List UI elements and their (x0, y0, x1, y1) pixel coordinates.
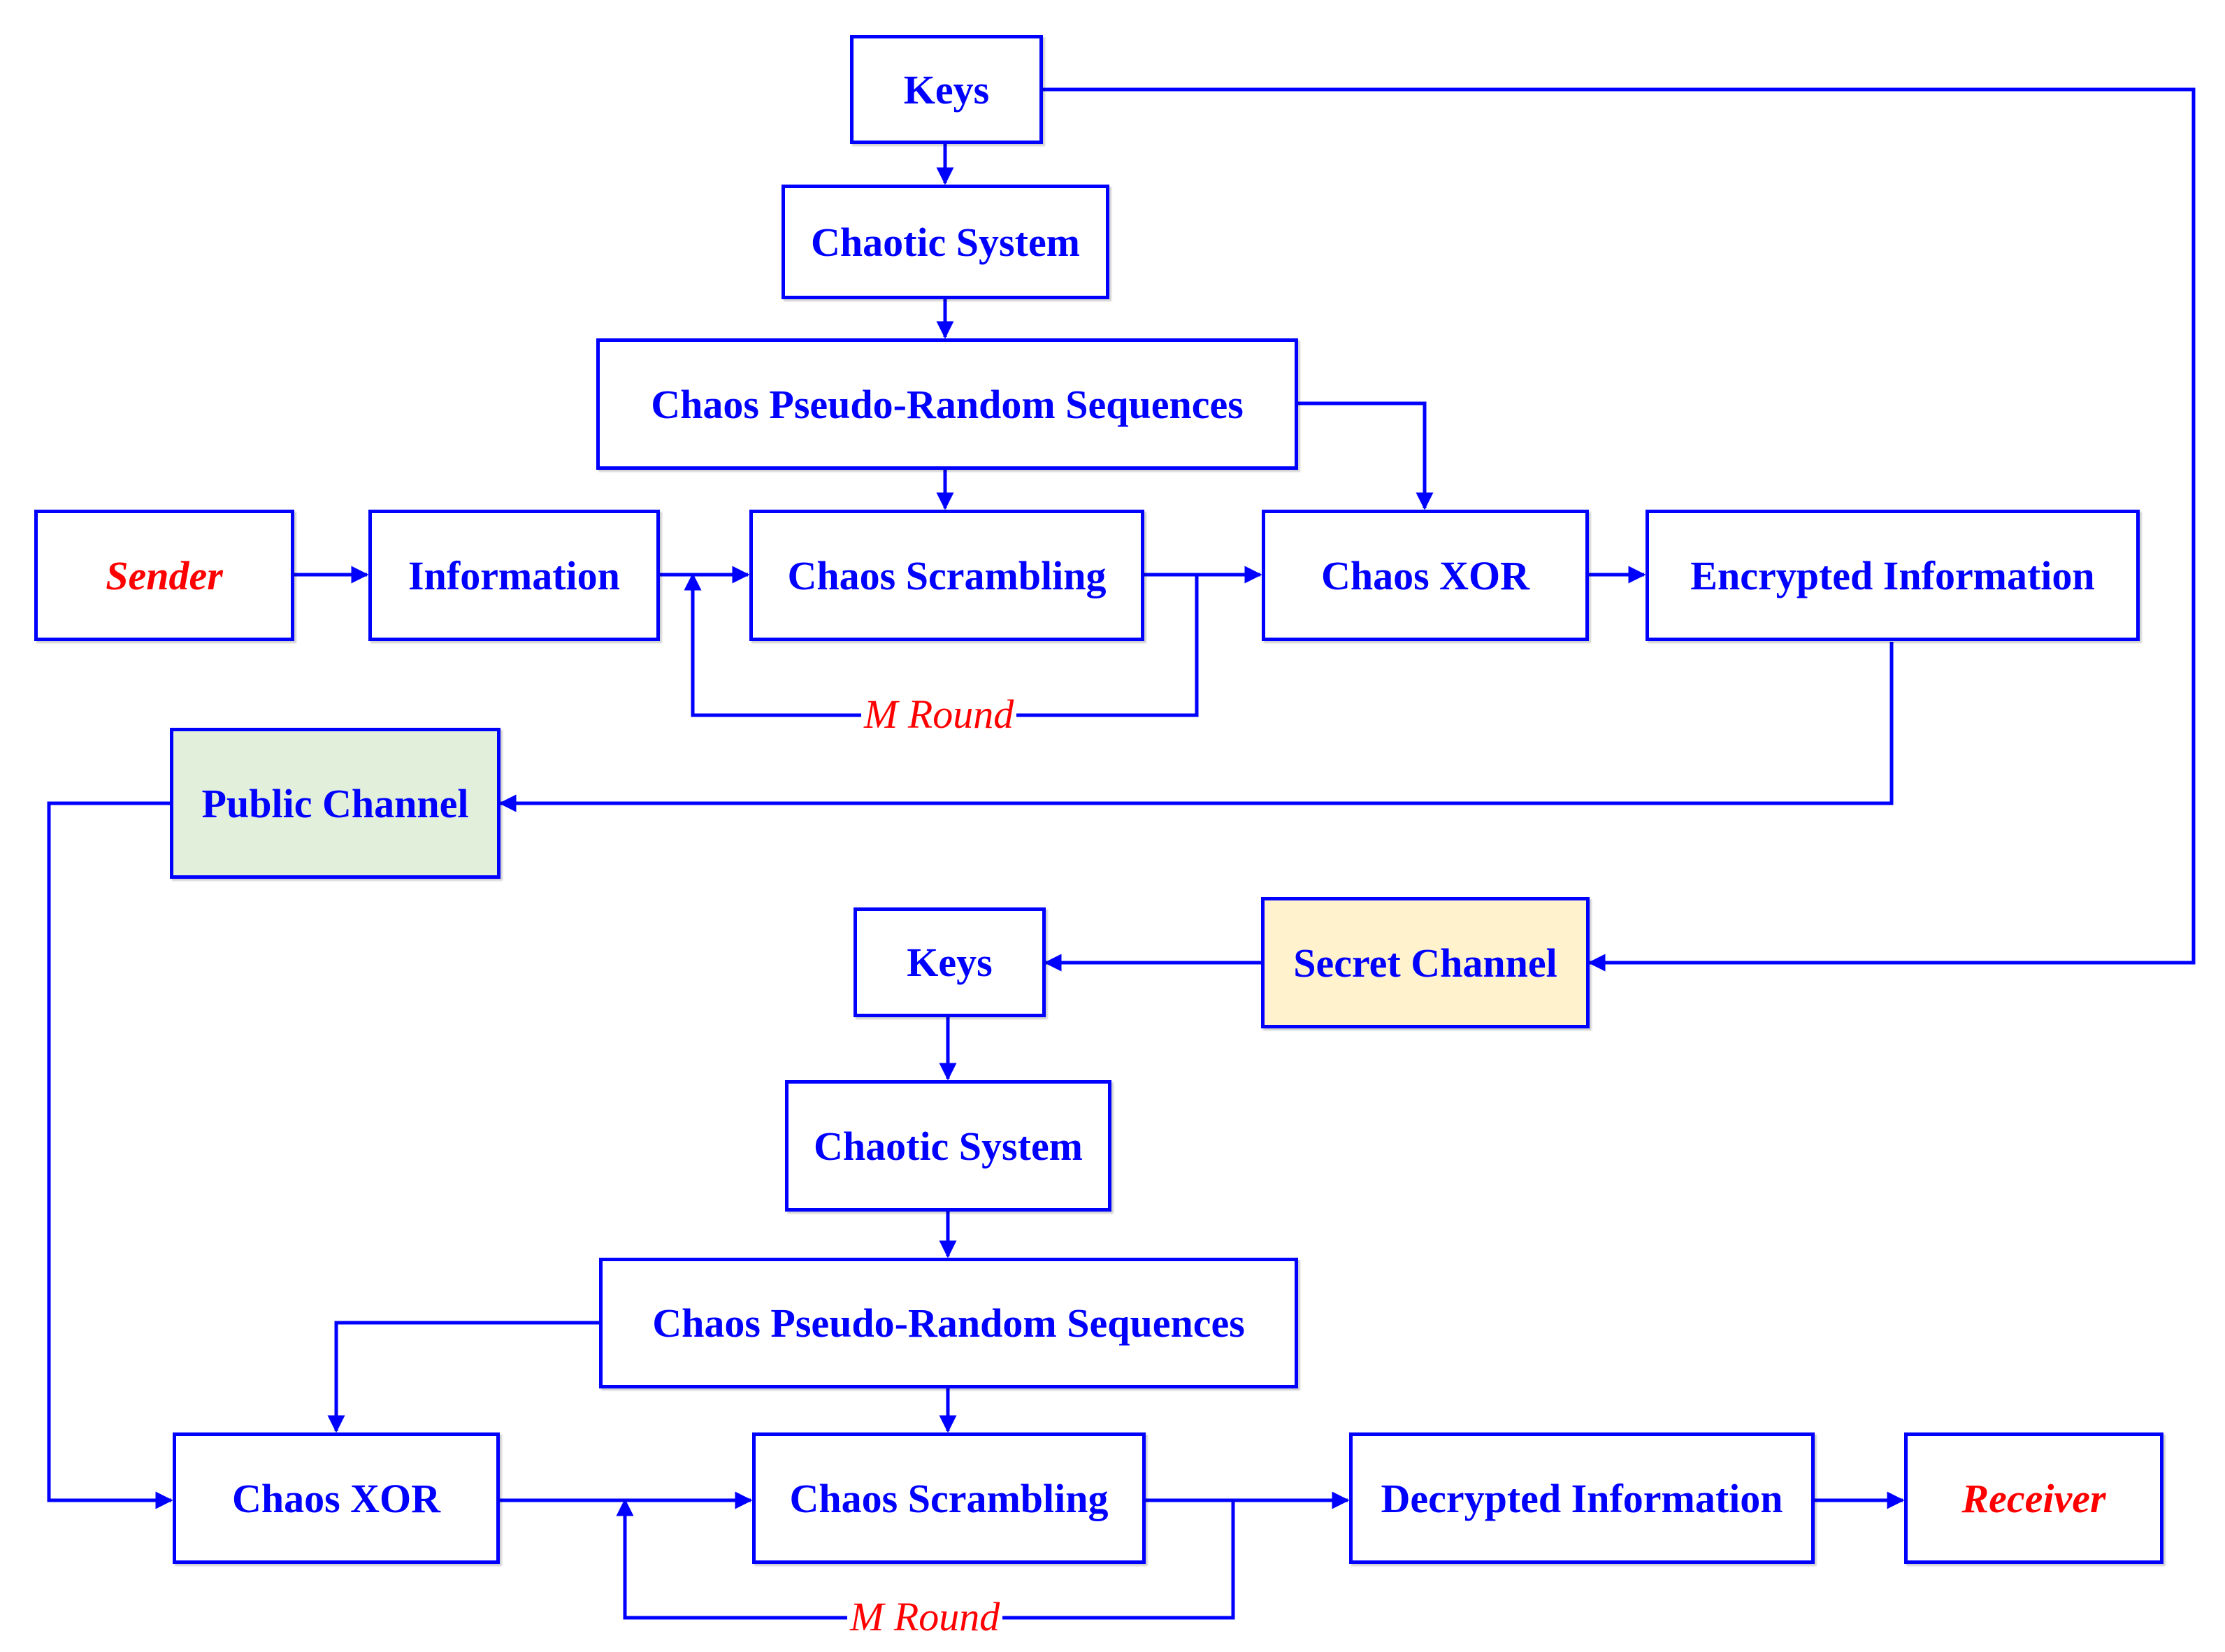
keys-box-encrypt: Keys (850, 35, 1043, 144)
encrypted-information-box: Encrypted Information (1646, 510, 2140, 641)
scrambling-box-decrypt: Chaos Scrambling (752, 1432, 1146, 1564)
sequences-box-encrypt: Chaos Pseudo-Random Sequences (596, 338, 1298, 470)
keys-box-decrypt: Keys (854, 907, 1046, 1017)
scrambling-box-encrypt: Chaos Scrambling (749, 510, 1144, 641)
public-channel-box: Public Channel (170, 728, 501, 879)
arrow-public-channel-to-xor (47, 801, 173, 1509)
xor-box-encrypt: Chaos XOR (1262, 510, 1589, 641)
sequences-box-decrypt: Chaos Pseudo-Random Sequences (599, 1258, 1298, 1388)
chaotic-system-box-encrypt: Chaotic System (782, 185, 1109, 299)
m-round-label-encrypt: M Round (861, 694, 1017, 735)
arrow-sequences-to-xor-dec (327, 1321, 599, 1433)
arrow-keys-to-secret-channel (1043, 87, 2196, 972)
information-box: Information (368, 510, 660, 641)
secret-channel-box: Secret Channel (1261, 897, 1590, 1028)
chaotic-system-box-decrypt: Chaotic System (785, 1080, 1111, 1212)
xor-box-decrypt: Chaos XOR (173, 1432, 500, 1564)
decrypted-information-box: Decrypted Information (1349, 1432, 1815, 1564)
sender-box: Sender (34, 510, 294, 641)
arrow-encrypted-to-public-channel (498, 642, 1894, 812)
m-round-label-decrypt: M Round (847, 1597, 1003, 1637)
receiver-box: Receiver (1904, 1432, 2163, 1564)
arrow-sequences-to-xor (1298, 401, 1434, 510)
